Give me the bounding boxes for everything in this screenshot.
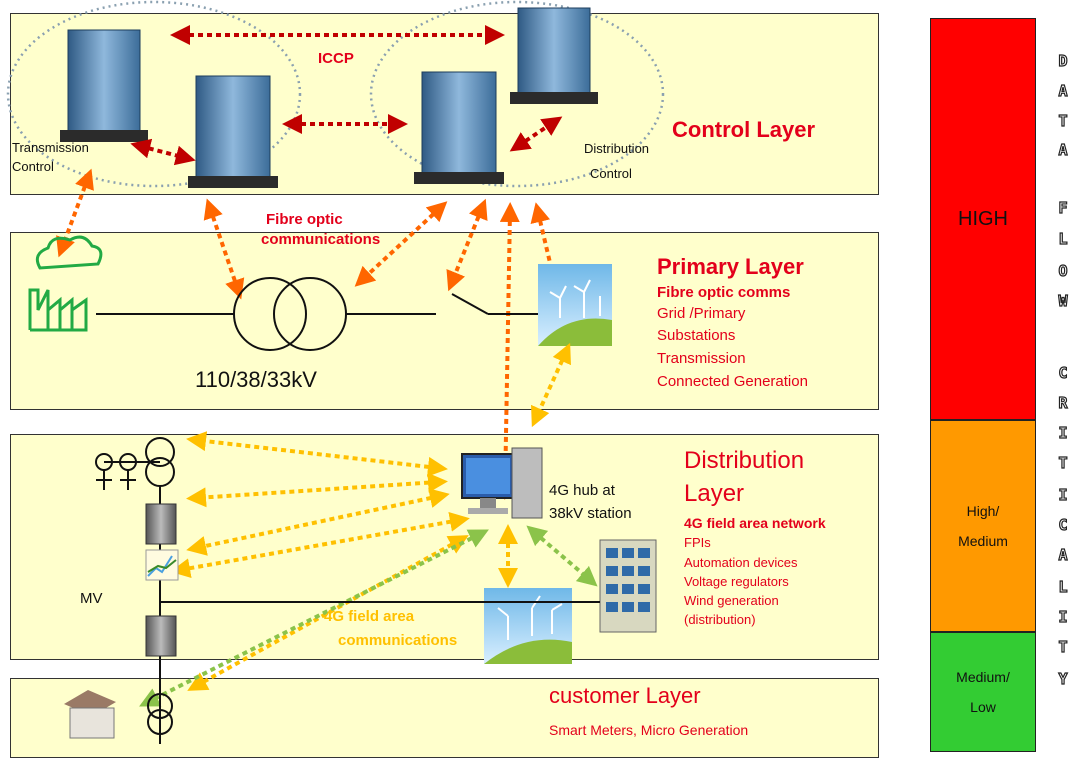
distribution-layer-item: Voltage regulators (684, 574, 789, 589)
house-icon (64, 690, 116, 739)
vertical-label-letter: D (1058, 51, 1068, 70)
vertical-label-letter: I (1058, 423, 1068, 442)
criticality-medium-low: Medium/ Low (930, 632, 1036, 752)
distribution-layer-item: Wind generation (684, 593, 779, 608)
vertical-label-letter: I (1058, 607, 1068, 626)
vertical-label-letter: A (1058, 140, 1068, 159)
hub-label-line1: 4G hub at (549, 482, 615, 499)
vertical-label-letter: C (1058, 515, 1068, 534)
primary-layer-title: Primary Layer (657, 254, 804, 279)
criticality-high: HIGH (930, 18, 1036, 420)
vertical-label-letter: A (1058, 545, 1068, 564)
control-layer-title: Control Layer (672, 117, 816, 142)
pole-transformer-icon (145, 503, 177, 545)
building-icon (60, 29, 148, 142)
power-plant-icon (28, 235, 103, 332)
building-icon (188, 75, 278, 188)
distribution-layer-title-line2: Layer (684, 480, 745, 507)
distribution-layer-title-line1: Distribution (684, 447, 805, 474)
criticality-high-label: HIGH (958, 207, 1008, 230)
field-area-label-line2: communications (338, 632, 458, 649)
primary-layer-item: Grid /Primary (657, 305, 746, 322)
primary-layer-subtitle: Fibre optic comms (657, 284, 791, 301)
voltage-regulator-icon (145, 549, 179, 581)
fibre-optic-label-line1: Fibre optic (266, 211, 343, 228)
distribution-layer-item: Automation devices (684, 555, 798, 570)
customer-layer-title: customer Layer (549, 683, 701, 708)
primary-layer-item: Substations (657, 327, 736, 344)
office-building-icon (599, 539, 657, 633)
primary-layer-item: Connected Generation (657, 373, 808, 390)
distribution-control-ellipse (369, 0, 665, 188)
hub-label-line2: 38kV station (549, 505, 632, 522)
computer-hub-icon (461, 447, 543, 519)
wind-farm-icon (538, 264, 612, 346)
customer-layer-subtitle: Smart Meters, Micro Generation (549, 722, 749, 738)
transmission-control-label-line2: Control (12, 159, 54, 174)
vertical-label-letter: R (1058, 393, 1068, 412)
vertical-label-letter: I (1058, 485, 1068, 504)
criticality-high-medium-label-line1: High/ (966, 503, 1000, 519)
vertical-label-letter: T (1058, 453, 1068, 472)
distribution-layer-subtitle: 4G field area network (684, 515, 826, 531)
iccp-label: ICCP (318, 50, 354, 67)
vertical-label-letter: L (1058, 229, 1068, 248)
vertical-label-letter: T (1058, 111, 1068, 130)
distribution-control-label-line2: Control (590, 166, 632, 181)
distribution-layer-item: (distribution) (684, 612, 756, 627)
criticality-high-medium-label-line2: Medium (958, 533, 1008, 549)
transformer-icon (233, 277, 307, 351)
voltage-label: 110/38/33kV (195, 367, 317, 392)
wind-farm-icon (484, 588, 572, 664)
building-icon (510, 7, 598, 104)
mv-label: MV (80, 590, 103, 607)
transformer-icon (145, 437, 175, 467)
primary-layer-item: Transmission (657, 350, 746, 367)
vertical-label-letter: L (1058, 577, 1068, 596)
vertical-label-letter: F (1058, 198, 1068, 217)
distribution-control-label-line1: Distribution (584, 141, 650, 156)
criticality-medium-low-label-line2: Low (970, 699, 996, 715)
building-icon (414, 71, 504, 184)
vertical-label-letter: Y (1058, 669, 1068, 688)
vertical-label-letter: T (1058, 637, 1068, 656)
field-area-label-line1: 4G field area (324, 608, 415, 625)
transformer-icon (147, 693, 173, 719)
transmission-control-label-line1: Transmission (12, 140, 89, 155)
vertical-label-letter: W (1058, 291, 1068, 310)
transmission-control-ellipse (6, 0, 302, 188)
criticality-medium-low-label-line1: Medium/ (956, 669, 1010, 685)
vertical-label-letter: A (1058, 81, 1068, 100)
distribution-layer-item: FPIs (684, 535, 711, 550)
pole-transformer-icon (145, 615, 177, 657)
vertical-label-letter: O (1058, 261, 1068, 280)
criticality-high-medium: High/ Medium (930, 420, 1036, 632)
vertical-label-letter: C (1058, 363, 1068, 382)
fibre-optic-label-line2: communications (261, 231, 381, 248)
